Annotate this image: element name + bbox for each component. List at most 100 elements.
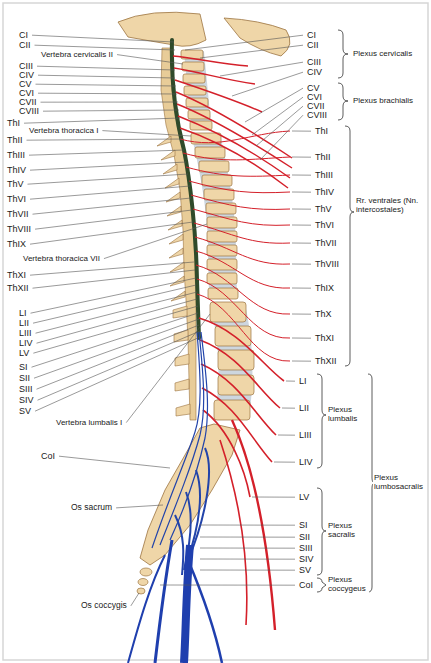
lumbar-nerves xyxy=(199,318,284,630)
segment-label: LIV xyxy=(18,338,34,348)
leader-line xyxy=(117,55,183,64)
segment-label: ThIV xyxy=(314,187,335,197)
segment-label: CI xyxy=(306,30,317,40)
segment-label: ThXI xyxy=(314,333,335,343)
leader-line xyxy=(200,45,303,58)
segment-label: SI xyxy=(18,362,29,372)
leader-line xyxy=(292,288,311,289)
leader-line xyxy=(35,337,200,411)
structure-label: Plexus brachialis xyxy=(352,96,414,105)
spinous-process xyxy=(157,136,190,416)
leader-line xyxy=(278,435,295,436)
segment-label: ThIX xyxy=(6,239,27,249)
leader-line xyxy=(292,338,311,339)
leader-line xyxy=(28,174,188,184)
cervical-nerves xyxy=(173,56,292,188)
segment-label: SV xyxy=(298,565,312,575)
leader-line xyxy=(38,75,175,78)
leader-line xyxy=(36,84,176,86)
leader-line xyxy=(33,270,195,288)
leader-line xyxy=(292,131,311,132)
segment-label: ThXII xyxy=(6,283,30,293)
leader-line xyxy=(32,35,174,42)
structure-label: Os sacrum xyxy=(70,503,113,513)
segment-label: CI xyxy=(18,30,29,40)
leader-line xyxy=(282,408,295,409)
leader-line xyxy=(36,292,197,333)
structure-label: Vertebra lumbalis I xyxy=(55,418,123,427)
leader-line xyxy=(232,72,303,96)
leader-line xyxy=(160,585,295,586)
segment-label: SV xyxy=(18,406,32,416)
leader-line xyxy=(292,264,311,265)
leader-line xyxy=(102,131,191,136)
frame xyxy=(3,3,428,660)
leader-line xyxy=(30,222,193,244)
segment-label: ThVI xyxy=(314,220,335,230)
leader-line xyxy=(30,162,186,170)
leader-line xyxy=(37,66,175,70)
leader-line xyxy=(200,570,295,571)
leader-line xyxy=(292,209,311,210)
leader-line xyxy=(292,361,311,362)
leader-line xyxy=(38,93,177,95)
segment-label: CIII xyxy=(306,57,322,67)
segment-label: ThVIII xyxy=(6,224,32,234)
leader-line xyxy=(292,157,311,158)
leader-line xyxy=(292,314,311,315)
segment-label: SII xyxy=(18,373,31,383)
leader-line xyxy=(260,115,303,160)
leader-line xyxy=(59,456,170,468)
segment-label: ThVII xyxy=(314,238,338,248)
segment-label: CoI xyxy=(40,451,56,461)
leader-line xyxy=(27,139,182,140)
cauda-equina xyxy=(152,332,209,575)
leader-line xyxy=(200,548,295,549)
segment-label: CoI xyxy=(298,580,314,590)
segment-label: ThIII xyxy=(6,150,26,160)
leader-line xyxy=(32,313,198,367)
leader-line xyxy=(286,381,295,382)
structure-label: Plexus coccygeus xyxy=(327,575,369,593)
segment-label: ThXII xyxy=(314,356,338,366)
leader-line xyxy=(116,505,163,508)
leader-line xyxy=(37,325,199,389)
leader-line xyxy=(292,225,311,226)
leader-line xyxy=(43,110,179,111)
segment-label: ThIII xyxy=(314,170,334,180)
segment-label: SI xyxy=(298,520,309,530)
segment-label: ThX xyxy=(314,309,333,319)
leader-line xyxy=(24,118,180,123)
vertebral-bodies xyxy=(181,50,254,420)
intercostal-nerves xyxy=(180,131,290,361)
sacral-nerve xyxy=(188,560,222,663)
segment-label: CIV xyxy=(306,67,323,77)
leader-line xyxy=(33,198,191,214)
leader-line xyxy=(104,224,207,259)
leader-line xyxy=(252,497,295,498)
segment-label: SIII xyxy=(18,384,34,394)
structure-label: Os coccygis xyxy=(80,601,128,611)
structure-label: Vertebra thoracica VII xyxy=(22,254,101,263)
segment-label: LII xyxy=(298,403,310,413)
leader-line xyxy=(185,35,303,50)
leader-line xyxy=(35,210,192,229)
segment-label: CVIII xyxy=(306,110,328,120)
segment-label: CII xyxy=(306,40,320,50)
leader-line xyxy=(33,285,196,323)
segment-label: SII xyxy=(298,532,311,542)
leader-line xyxy=(274,462,295,463)
leader-line xyxy=(292,192,311,193)
segment-label: ThVIII xyxy=(314,259,340,269)
structure-label: Plexus sacralis xyxy=(327,521,369,539)
segment-label: ThVII xyxy=(6,209,30,219)
segment-label: ThII xyxy=(314,152,332,162)
segment-label: LIV xyxy=(298,457,314,467)
leader-line xyxy=(38,331,200,400)
segment-label: LI xyxy=(18,308,28,318)
leader-line xyxy=(200,537,295,538)
structure-label: Plexus lumbosacralis xyxy=(373,473,427,491)
structure-label: Rr. ventrales (Nn. intercostales) xyxy=(355,196,427,214)
structure-label: Plexus cervicalis xyxy=(352,49,413,58)
segment-label: LIII xyxy=(298,430,313,440)
